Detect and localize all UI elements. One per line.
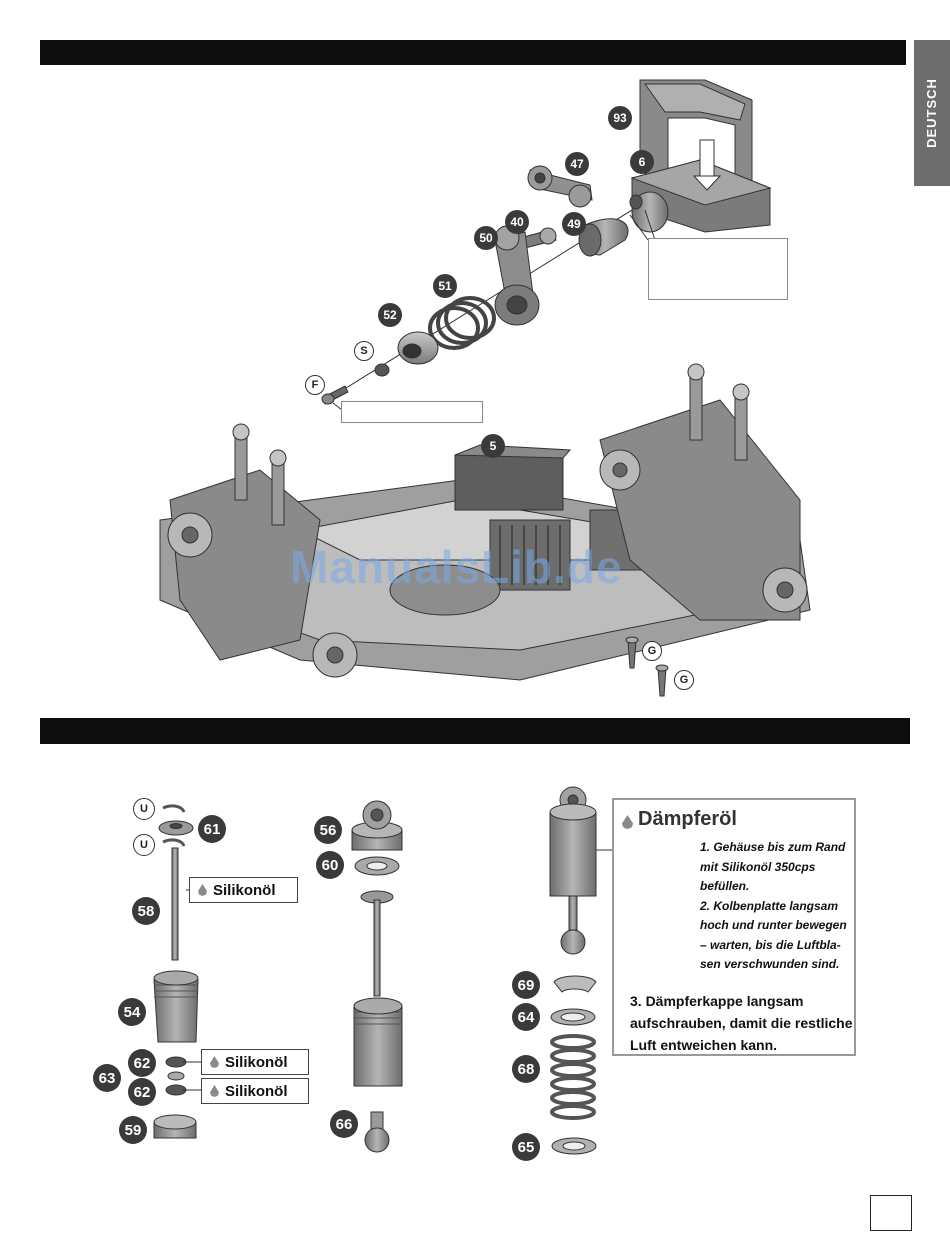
part-letter-s: S xyxy=(354,341,374,361)
part-number-50: 50 xyxy=(474,226,498,250)
part-number-54: 54 xyxy=(118,998,146,1026)
part-letter-g-1: G xyxy=(642,641,662,661)
part-letter-g-2: G xyxy=(674,670,694,690)
blank-callout-box-servo xyxy=(648,238,788,300)
part-number-66: 66 xyxy=(330,1110,358,1138)
part-number-40: 40 xyxy=(505,210,529,234)
section-header-bar-top xyxy=(40,40,906,65)
oil-drop-icon xyxy=(198,884,207,896)
oil-drop-icon xyxy=(622,815,633,829)
oil-label-rod: Silikonöl xyxy=(189,877,298,903)
part-number-68: 68 xyxy=(512,1055,540,1083)
part-number-62-a: 62 xyxy=(128,1049,156,1077)
part-number-49: 49 xyxy=(562,212,586,236)
oil-drop-icon xyxy=(210,1085,219,1097)
blank-callout-box-screw xyxy=(341,401,483,423)
part-number-63: 63 xyxy=(93,1064,121,1092)
page-number-box xyxy=(870,1195,912,1231)
oil-drop-icon xyxy=(210,1056,219,1068)
part-number-5: 5 xyxy=(481,434,505,458)
part-number-47: 47 xyxy=(565,152,589,176)
part-number-58: 58 xyxy=(132,897,160,925)
part-number-93: 93 xyxy=(608,106,632,130)
oil-label-text: Silikonöl xyxy=(225,1053,288,1071)
part-number-52: 52 xyxy=(378,303,402,327)
info-step-3: 3. Dämpferkappe langsam aufschrauben, da… xyxy=(630,993,853,1053)
part-number-64: 64 xyxy=(512,1003,540,1031)
oil-label-text: Silikonöl xyxy=(213,881,276,899)
part-letter-f: F xyxy=(305,375,325,395)
damper-oil-info-box: Dämpferöl 1. Gehäuse bis zum Rand mit Si… xyxy=(612,798,856,1056)
oil-label-o-ring-1: Silikonöl xyxy=(201,1049,309,1075)
part-letter-u-1: U xyxy=(133,798,155,820)
part-number-61: 61 xyxy=(198,815,226,843)
language-tab: DEUTSCH xyxy=(914,40,950,186)
part-number-65: 65 xyxy=(512,1133,540,1161)
info-box-title: Dämpferöl xyxy=(638,808,737,830)
shock-parts-right xyxy=(549,786,597,1155)
part-number-60: 60 xyxy=(316,851,344,879)
part-number-51: 51 xyxy=(433,274,457,298)
part-number-62-b: 62 xyxy=(128,1078,156,1106)
part-number-69: 69 xyxy=(512,971,540,999)
info-step-1: 1. Gehäuse bis zum Rand mit Silikonöl 35… xyxy=(700,840,847,971)
part-number-6: 6 xyxy=(630,150,654,174)
part-letter-u-2: U xyxy=(133,834,155,856)
oil-label-text: Silikonöl xyxy=(225,1082,288,1100)
watermark: ManualsLib.de xyxy=(290,541,623,593)
section-header-bar-shocks xyxy=(40,718,910,744)
shock-parts-middle xyxy=(351,800,403,1153)
part-number-56: 56 xyxy=(314,816,342,844)
shock-parts-left xyxy=(153,804,199,1139)
chassis-drawing xyxy=(159,363,811,697)
oil-label-o-ring-2: Silikonöl xyxy=(201,1078,309,1104)
part-number-59: 59 xyxy=(119,1116,147,1144)
servo-exploded-view xyxy=(321,79,772,405)
